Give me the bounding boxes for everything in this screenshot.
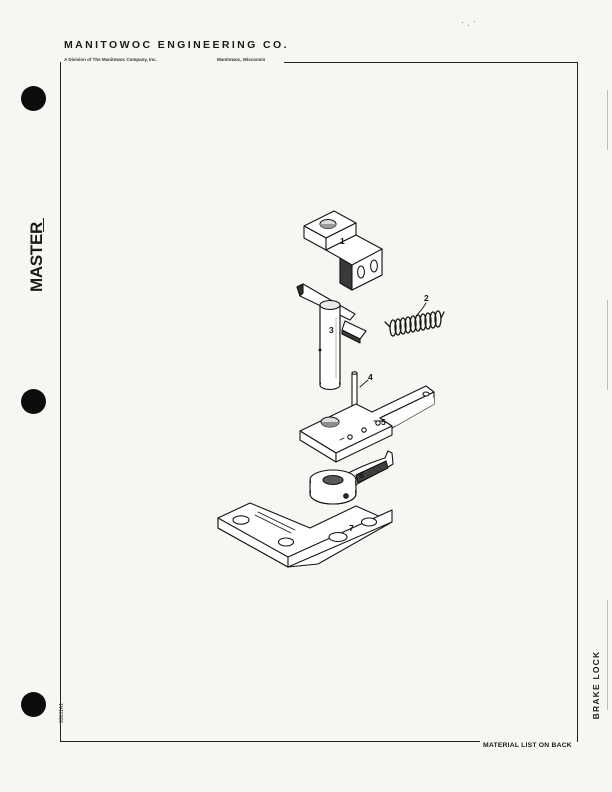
part-4-pin [351, 371, 358, 409]
callout-3: 3 [329, 325, 334, 335]
scan-edge-mark [607, 300, 608, 390]
company-division: A Division of The Manitowoc Company, Inc… [64, 57, 157, 62]
part-5-bracket [299, 385, 435, 463]
callout-7: 7 [349, 523, 354, 533]
callout-4: 4 [368, 372, 373, 382]
part-1-bracket [303, 210, 383, 291]
scan-edge-mark [607, 90, 608, 150]
part-6-collar [309, 450, 394, 505]
binder-hole-top [21, 86, 46, 111]
footer-note: MATERIAL LIST ON BACK [483, 742, 572, 749]
master-stamp-underline [43, 218, 44, 232]
callout-leaders [359, 302, 427, 422]
binder-hole-middle [21, 389, 46, 414]
scan-edge-mark [607, 600, 608, 710]
part-7-plate [217, 502, 393, 568]
frame-bottom-rule [60, 741, 480, 742]
part-2-spring [384, 310, 445, 337]
drawing-frame [60, 62, 578, 742]
header-rule [284, 62, 578, 63]
callout-2: 2 [424, 293, 429, 303]
part-3-shaft [296, 283, 367, 391]
scan-speck [462, 22, 463, 23]
callout-5: 5 [381, 417, 386, 427]
scan-speck [468, 25, 469, 26]
company-location: Manitowoc, Wisconsin [217, 57, 266, 62]
company-name: MANITOWOC ENGINEERING CO. [64, 39, 289, 51]
scan-speck [474, 21, 475, 22]
callout-labels: 1 2 3 4 5 6 7 [329, 236, 429, 533]
binder-hole-bottom [21, 692, 46, 717]
callout-6: 6 [359, 470, 364, 480]
callout-1: 1 [340, 236, 345, 246]
